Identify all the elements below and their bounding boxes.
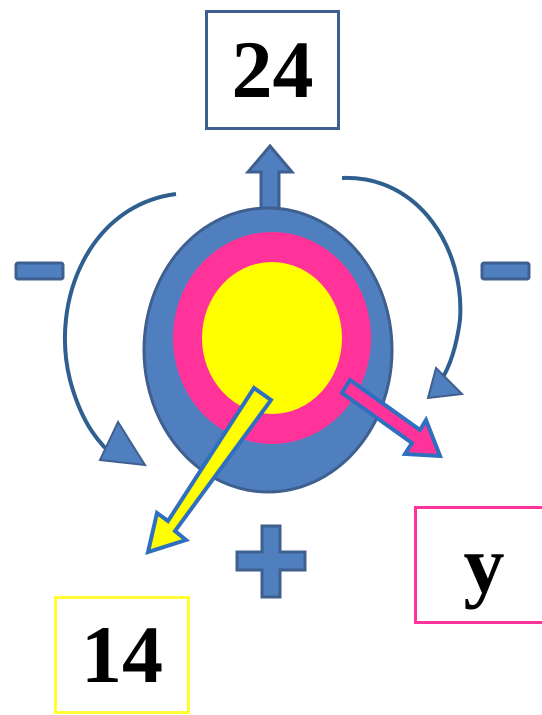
- left-value-box: 14: [54, 596, 190, 714]
- plus-icon: [235, 524, 307, 599]
- right-curved-arrow-icon: [341, 175, 465, 400]
- yellow-arrow-icon: [145, 385, 274, 555]
- right-value-box: y: [414, 506, 542, 624]
- minus-left-icon: [14, 261, 65, 281]
- pink-arrow-icon: [339, 377, 443, 459]
- minus-right-icon: [480, 261, 531, 281]
- left-curved-arrow-icon: [62, 192, 177, 467]
- left-value-label: 14: [81, 609, 163, 700]
- inner-yellow-core: [202, 262, 342, 414]
- top-value-label: 24: [231, 24, 314, 115]
- right-value-label: y: [463, 519, 505, 610]
- top-value-box: 24: [205, 10, 340, 130]
